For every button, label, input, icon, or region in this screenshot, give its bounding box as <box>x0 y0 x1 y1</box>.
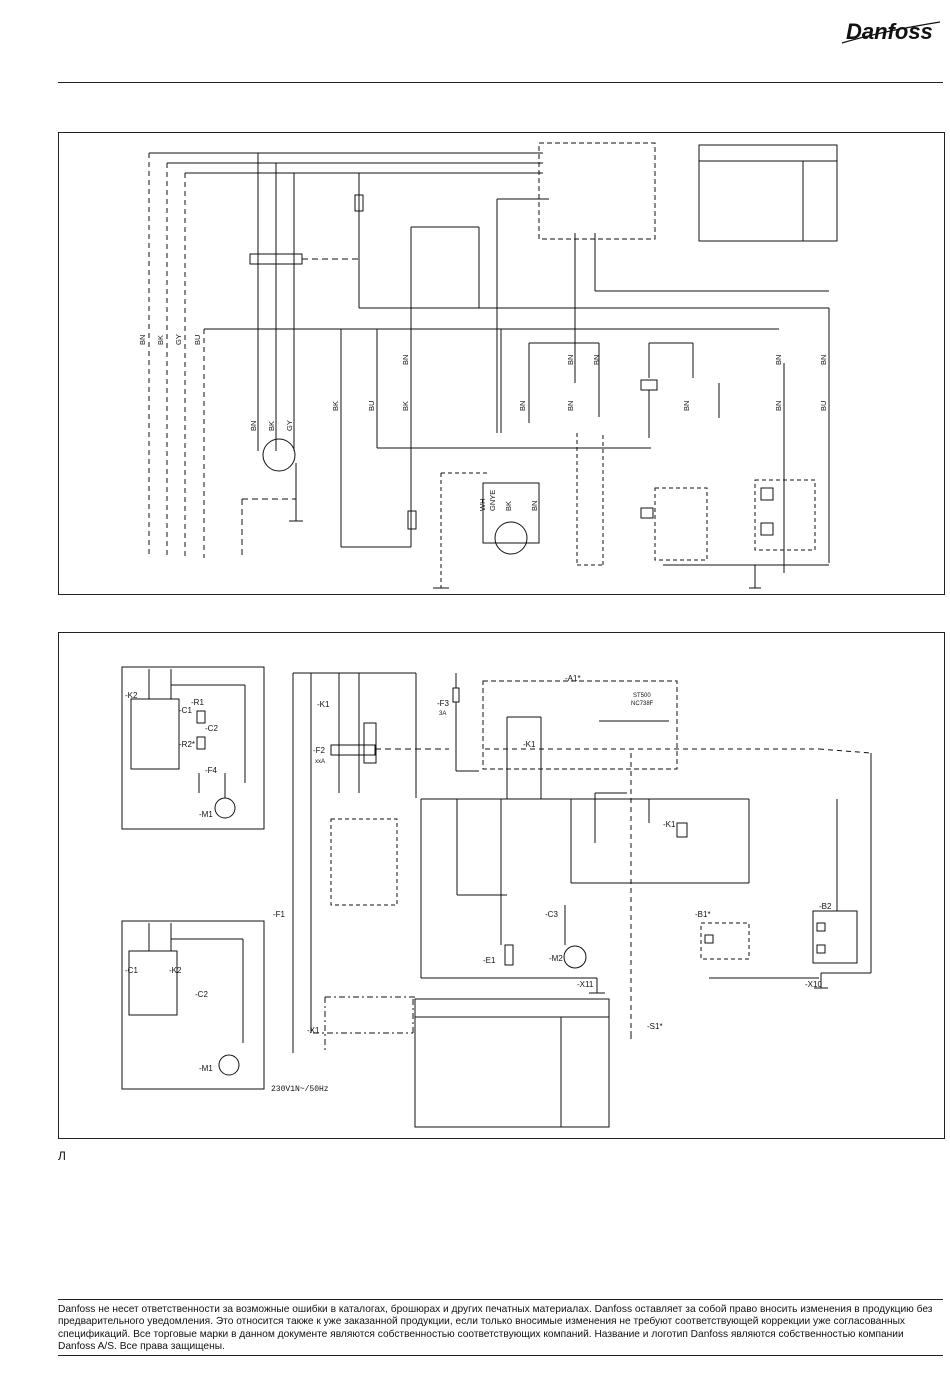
wire-label: BN <box>518 401 527 411</box>
label-f2-rating: xxA <box>315 759 325 765</box>
wire-label: BN <box>774 401 783 411</box>
wire-label: BN <box>682 401 691 411</box>
wire-label: BK <box>504 501 513 511</box>
label-m1: -M1 <box>199 810 213 819</box>
label-x1: -X1 <box>307 1026 320 1035</box>
label-c3: -C3 <box>545 910 558 919</box>
label-c1-lower: -C1 <box>125 966 138 975</box>
label-a1-model: ST500 <box>633 693 651 699</box>
label-m2: -M2 <box>549 954 563 963</box>
label-a1-model2: NC738F <box>631 701 654 707</box>
wire-label: BN <box>401 355 410 365</box>
label-f1: -F1 <box>273 910 286 919</box>
wire-label: BK <box>331 401 340 411</box>
label-x10: -X10 <box>805 980 822 989</box>
page-marker: Л <box>58 1149 66 1163</box>
wire-label: BU <box>819 401 828 411</box>
label-f3: -F3 <box>437 699 450 708</box>
label-m1-lower: -M1 <box>199 1064 213 1073</box>
label-x11: -X11 <box>577 980 594 989</box>
wire-label: GY <box>174 334 183 345</box>
label-r1: -R1 <box>191 698 204 707</box>
label-r2: -R2* <box>179 740 195 749</box>
schematic-bottom: -K2 -R1 -C1 -C2 -R2* -F4 -M1 -K1 -F2 xxA… <box>58 632 945 1139</box>
label-f3-rating: 3A <box>439 711 446 717</box>
label-k1: -K1 <box>317 700 330 709</box>
supply-label: 230V1N~/50Hz <box>271 1085 329 1094</box>
wire-label: BN <box>592 355 601 365</box>
wire-label: BU <box>367 401 376 411</box>
danfoss-logo: Danfoss <box>841 19 941 44</box>
disclaimer-text: Danfoss не несет ответственности за возм… <box>58 1304 933 1353</box>
label-s1: -S1* <box>647 1022 663 1031</box>
wire-label: WH <box>478 499 487 512</box>
label-k2: -K2 <box>125 691 138 700</box>
wire-label: BN <box>138 335 147 345</box>
label-b1: -B1* <box>695 910 711 919</box>
footer-rule-top <box>58 1299 943 1300</box>
wire-label: GNYE <box>488 490 497 511</box>
wire-label: BN <box>566 401 575 411</box>
label-k1b: -K1 <box>523 740 536 749</box>
wire-label: BN <box>249 421 258 431</box>
wire-label: BK <box>267 421 276 431</box>
wiring-diagram-top: BN BK GY BU BN BK GY BK BU BK BN BN BN B… <box>58 132 945 595</box>
label-k2-lower: -K2 <box>169 966 182 975</box>
header-rule <box>58 82 943 83</box>
label-c2: -C2 <box>205 724 218 733</box>
wire-label: GY <box>285 420 294 431</box>
label-k1c: -K1 <box>663 820 676 829</box>
label-c2-lower: -C2 <box>195 990 208 999</box>
wire-label: BN <box>566 355 575 365</box>
wire-label: BK <box>401 401 410 411</box>
label-a1: -A1* <box>565 674 581 683</box>
wire-label: BN <box>530 501 539 511</box>
label-c1: -C1 <box>179 706 192 715</box>
wire-label: BN <box>819 355 828 365</box>
footer-rule-bottom <box>58 1355 943 1356</box>
label-b2: -B2 <box>819 902 832 911</box>
label-f4: -F4 <box>205 766 218 775</box>
wire-label: BK <box>156 335 165 345</box>
wire-label: BU <box>193 335 202 345</box>
label-e1: -E1 <box>483 956 496 965</box>
wire-label: BN <box>774 355 783 365</box>
label-f2: -F2 <box>313 746 326 755</box>
